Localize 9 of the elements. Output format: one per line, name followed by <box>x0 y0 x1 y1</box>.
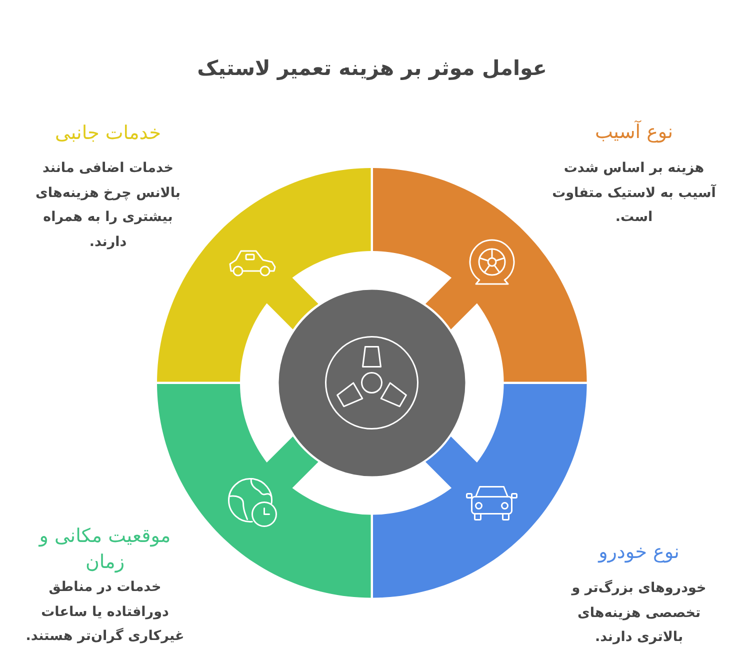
heading: نوع خودرو <box>598 540 680 565</box>
description: هزینه بر اساس شدت آسیب به لاستیک متفاوت است. <box>551 159 718 227</box>
description: خدمات در مناطق دورافتاده یا ساعات غیرکاری گران‌تر هستند. <box>24 578 186 646</box>
heading: نوع آسیب <box>594 119 674 145</box>
description: خودروهای بزرگ‌تر و تخصصی هزینه‌های بالاتری دارند. <box>570 578 708 647</box>
description: خدمات اضافی مانند بالانس چرخ هزینه‌های بیشتری را به همراه دارند. <box>34 159 182 252</box>
title: عوامل موثر بر هزینه تعمیر لاستیک <box>197 55 547 81</box>
heading: موقعیت مکانی و زمان <box>38 524 172 575</box>
heading: خدمات جانبی <box>55 121 161 146</box>
